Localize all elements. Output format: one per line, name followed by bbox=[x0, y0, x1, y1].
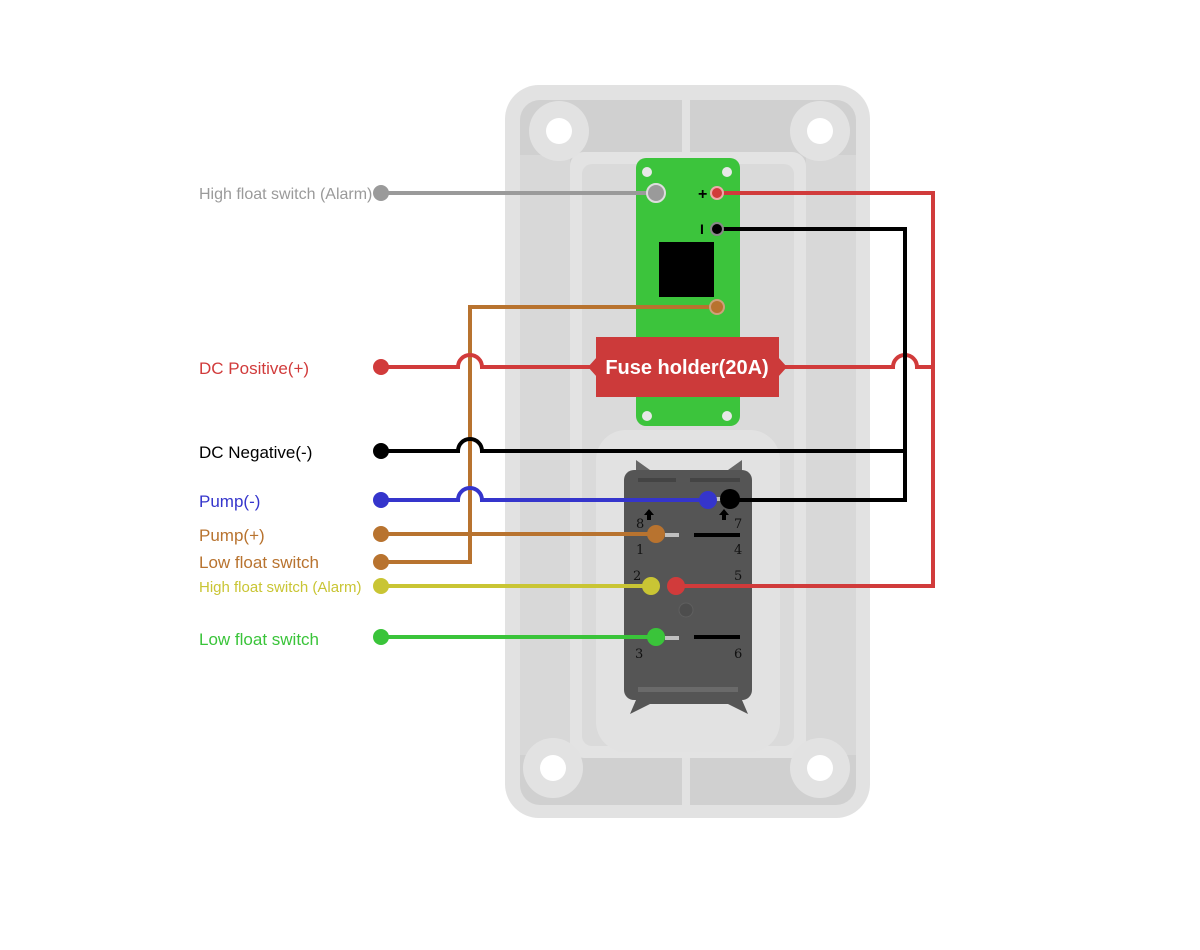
terminal-pin-5-feed bbox=[667, 577, 685, 595]
endpoint-dot bbox=[373, 185, 389, 201]
pcb-relay bbox=[659, 242, 714, 297]
pin-label-3: 3 bbox=[635, 647, 643, 662]
label-pump-negative: Pump(-) bbox=[199, 492, 260, 511]
mount-hole-top-right bbox=[790, 101, 850, 161]
terminal-pcb-minus bbox=[710, 222, 724, 236]
terminal-pin-7 bbox=[720, 489, 740, 509]
label-dc-negative: DC Negative(-) bbox=[199, 443, 312, 462]
pin-label-2: 2 bbox=[633, 569, 641, 584]
pcb-screw bbox=[642, 167, 652, 177]
wire-dc-positive bbox=[381, 353, 597, 369]
wire-dc-negative bbox=[381, 437, 905, 453]
switch-detail bbox=[638, 478, 676, 482]
terminal-pin-3 bbox=[647, 628, 665, 646]
switch-bar-7-4 bbox=[694, 533, 740, 537]
panel-side-left bbox=[520, 155, 570, 755]
endpoint-dot bbox=[373, 492, 389, 508]
pin-label-5: 5 bbox=[734, 569, 742, 584]
pcb-screw bbox=[722, 411, 732, 421]
pin-stub bbox=[665, 636, 679, 640]
pcb-minus-label: I bbox=[700, 221, 704, 237]
wire-negative-rail bbox=[717, 227, 907, 502]
fuse-lug-right bbox=[778, 357, 787, 377]
endpoint-dot bbox=[373, 443, 389, 459]
terminal-pcb-float bbox=[709, 299, 725, 315]
wire-positive-rail bbox=[676, 191, 935, 588]
switch-detail bbox=[690, 478, 740, 482]
wire-labels: High float switch (Alarm) DC Positive(+)… bbox=[199, 185, 389, 649]
fuse-holder: Fuse holder(20A) bbox=[588, 337, 787, 397]
mount-hole-bottom-right bbox=[790, 738, 850, 798]
panel-side-right bbox=[806, 155, 856, 755]
endpoint-dot bbox=[373, 629, 389, 645]
label-low-float-brown: Low float switch bbox=[199, 553, 319, 572]
switch-clip-bottom bbox=[630, 700, 748, 714]
fuse-lug-left bbox=[588, 357, 597, 377]
pin-stub bbox=[665, 533, 679, 537]
terminal-pcb-plus bbox=[710, 186, 724, 200]
label-pump-positive: Pump(+) bbox=[199, 526, 265, 545]
terminal-pin-2 bbox=[642, 577, 660, 595]
panel-rib-top bbox=[682, 100, 690, 155]
pin-label-7: 7 bbox=[734, 517, 742, 532]
panel-rib-bottom bbox=[682, 755, 690, 805]
fuse-body bbox=[596, 337, 779, 397]
endpoint-dot bbox=[373, 554, 389, 570]
pcb-screw bbox=[642, 411, 652, 421]
fuse-label: Fuse holder(20A) bbox=[605, 357, 768, 379]
switch-clip-top bbox=[636, 460, 742, 470]
terminal-pcb-alarm bbox=[646, 183, 666, 203]
mount-hole-bottom-left bbox=[523, 738, 583, 798]
pcb-screw bbox=[722, 167, 732, 177]
endpoint-dot bbox=[373, 359, 389, 375]
wire-low-float-brown bbox=[381, 305, 717, 564]
pin-label-8: 8 bbox=[636, 517, 644, 532]
endpoint-dot bbox=[373, 578, 389, 594]
pin-label-1: 1 bbox=[636, 543, 644, 558]
arrow-up-icon bbox=[719, 509, 729, 520]
wire-pump-negative bbox=[381, 486, 708, 502]
label-low-float-green: Low float switch bbox=[199, 630, 319, 649]
pin-label-4: 4 bbox=[734, 543, 742, 558]
label-dc-positive: DC Positive(+) bbox=[199, 359, 309, 378]
arrow-up-icon bbox=[644, 509, 654, 520]
label-high-float-alarm-yellow: High float switch (Alarm) bbox=[199, 579, 362, 596]
terminal-pin-8 bbox=[699, 491, 717, 509]
terminal-pin-1 bbox=[647, 525, 665, 543]
pin-label-6: 6 bbox=[734, 647, 742, 662]
endpoint-dot bbox=[373, 526, 389, 542]
mount-hole-top-left bbox=[529, 101, 589, 161]
switch-led bbox=[678, 602, 694, 618]
label-high-float-alarm-top: High float switch (Alarm) bbox=[199, 186, 372, 203]
pcb-plus-label: + bbox=[698, 186, 707, 203]
switch-bar-5-6 bbox=[694, 635, 740, 639]
switch-detail bbox=[638, 687, 738, 692]
